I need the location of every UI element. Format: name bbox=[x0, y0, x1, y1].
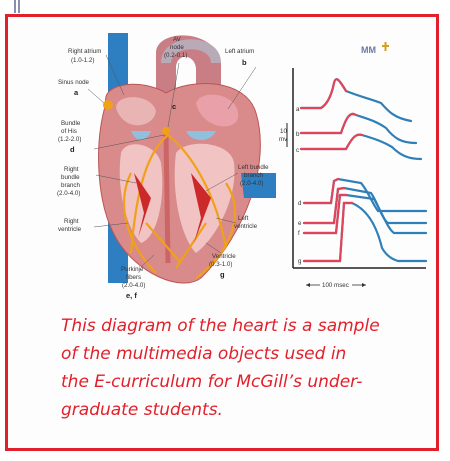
label-left-atrium: Left atrium bbox=[225, 48, 254, 55]
heart-figure: Right atrium (1.0-1.2) Sinus node a Bund… bbox=[16, 23, 442, 303]
heart-diagram-svg: Right atrium (1.0-1.2) Sinus node a Bund… bbox=[16, 23, 442, 303]
trace-a-red bbox=[301, 79, 346, 108]
label-right-bundle-1: Right bbox=[64, 166, 79, 173]
trace-f bbox=[304, 195, 426, 233]
label-ventricle: Ventricle bbox=[212, 253, 236, 260]
label-av-node-2: node bbox=[170, 44, 184, 51]
label-purkinje-letter: e, f bbox=[126, 291, 137, 300]
trace-d bbox=[304, 179, 426, 211]
label-purkinje-2: fibers bbox=[126, 274, 141, 281]
figure-caption: This diagram of the heart is a sample of… bbox=[61, 312, 431, 424]
caption-line-4: graduate students. bbox=[61, 396, 431, 424]
time-scale-label: 100 msec bbox=[322, 282, 349, 289]
trace-label-d: d bbox=[298, 200, 302, 207]
sinus-node bbox=[103, 100, 113, 110]
trace-label-f: f bbox=[298, 230, 300, 237]
label-right-bundle-time: (2.0-4.0) bbox=[57, 190, 80, 197]
label-left-bundle-time: (2.0-4.0) bbox=[240, 180, 263, 187]
label-bundle-his-time: (1.2-2.0) bbox=[58, 136, 81, 143]
label-purkinje-time: (2.0-4.0) bbox=[122, 282, 145, 289]
trace-y-value: 10 bbox=[280, 128, 287, 135]
label-purkinje-1: Purkinje bbox=[121, 266, 144, 273]
mm-logo: MM bbox=[361, 45, 376, 55]
trace-f-red bbox=[304, 195, 346, 233]
trace-c bbox=[301, 135, 421, 159]
time-scale: 100 msec bbox=[306, 282, 366, 289]
label-av-letter: c bbox=[172, 102, 176, 111]
top-tick bbox=[18, 0, 20, 13]
trace-label-g: g bbox=[298, 258, 302, 265]
trace-b-red bbox=[301, 114, 356, 133]
trace-label-a: a bbox=[296, 106, 300, 113]
label-right-bundle-3: branch bbox=[61, 182, 80, 189]
label-bundle-his-2: of His bbox=[61, 128, 77, 135]
heart-illustration bbox=[99, 33, 276, 283]
label-left-bundle-2: branch bbox=[244, 172, 263, 179]
label-av-node-time: (0.2-0.1) bbox=[164, 52, 187, 59]
label-left-ventricle-1: Left bbox=[238, 215, 249, 222]
action-potential-panel: 10 mv bbox=[279, 68, 426, 289]
trace-d-red bbox=[304, 179, 338, 203]
figure-frame: Right atrium (1.0-1.2) Sinus node a Bund… bbox=[5, 14, 439, 451]
trace-label-b: b bbox=[296, 131, 300, 138]
label-right-ventricle-1: Right bbox=[64, 218, 79, 225]
trace-label-c: c bbox=[296, 147, 299, 154]
top-strip bbox=[0, 0, 450, 14]
label-av-node-1: AV bbox=[173, 36, 182, 43]
trace-label-e: e bbox=[298, 220, 302, 227]
caption-line-3: the E-curriculum for McGill’s under- bbox=[61, 368, 431, 396]
label-right-bundle-2: bundle bbox=[61, 174, 80, 181]
trace-c-red bbox=[301, 135, 362, 149]
label-ventricle-letter: g bbox=[220, 270, 225, 279]
caption-line-2: of the multimedia objects used in bbox=[61, 340, 431, 368]
label-left-ventricle-2: ventricle bbox=[234, 223, 258, 230]
mm-logo-mark bbox=[382, 42, 389, 51]
septum bbox=[166, 133, 168, 263]
label-bundle-his-1: Bundle bbox=[61, 120, 81, 127]
caption-line-1: This diagram of the heart is a sample bbox=[61, 312, 431, 340]
label-left-bundle-1: Left bundle bbox=[238, 164, 269, 171]
label-right-ventricle-2: ventricle bbox=[58, 226, 82, 233]
trace-e bbox=[304, 188, 426, 223]
label-sinus-node: Sinus node bbox=[58, 79, 90, 86]
label-right-atrium: Right atrium bbox=[68, 48, 101, 55]
label-right-atrium-time: (1.0-1.2) bbox=[71, 57, 94, 64]
av-node bbox=[162, 127, 170, 135]
label-bundle-his-letter: d bbox=[70, 145, 75, 154]
label-sinus-letter: a bbox=[74, 88, 79, 97]
label-left-atrium-letter: b bbox=[242, 58, 247, 67]
top-tick bbox=[14, 0, 16, 13]
label-ventricle-time: (0.3-1.0) bbox=[209, 261, 232, 268]
